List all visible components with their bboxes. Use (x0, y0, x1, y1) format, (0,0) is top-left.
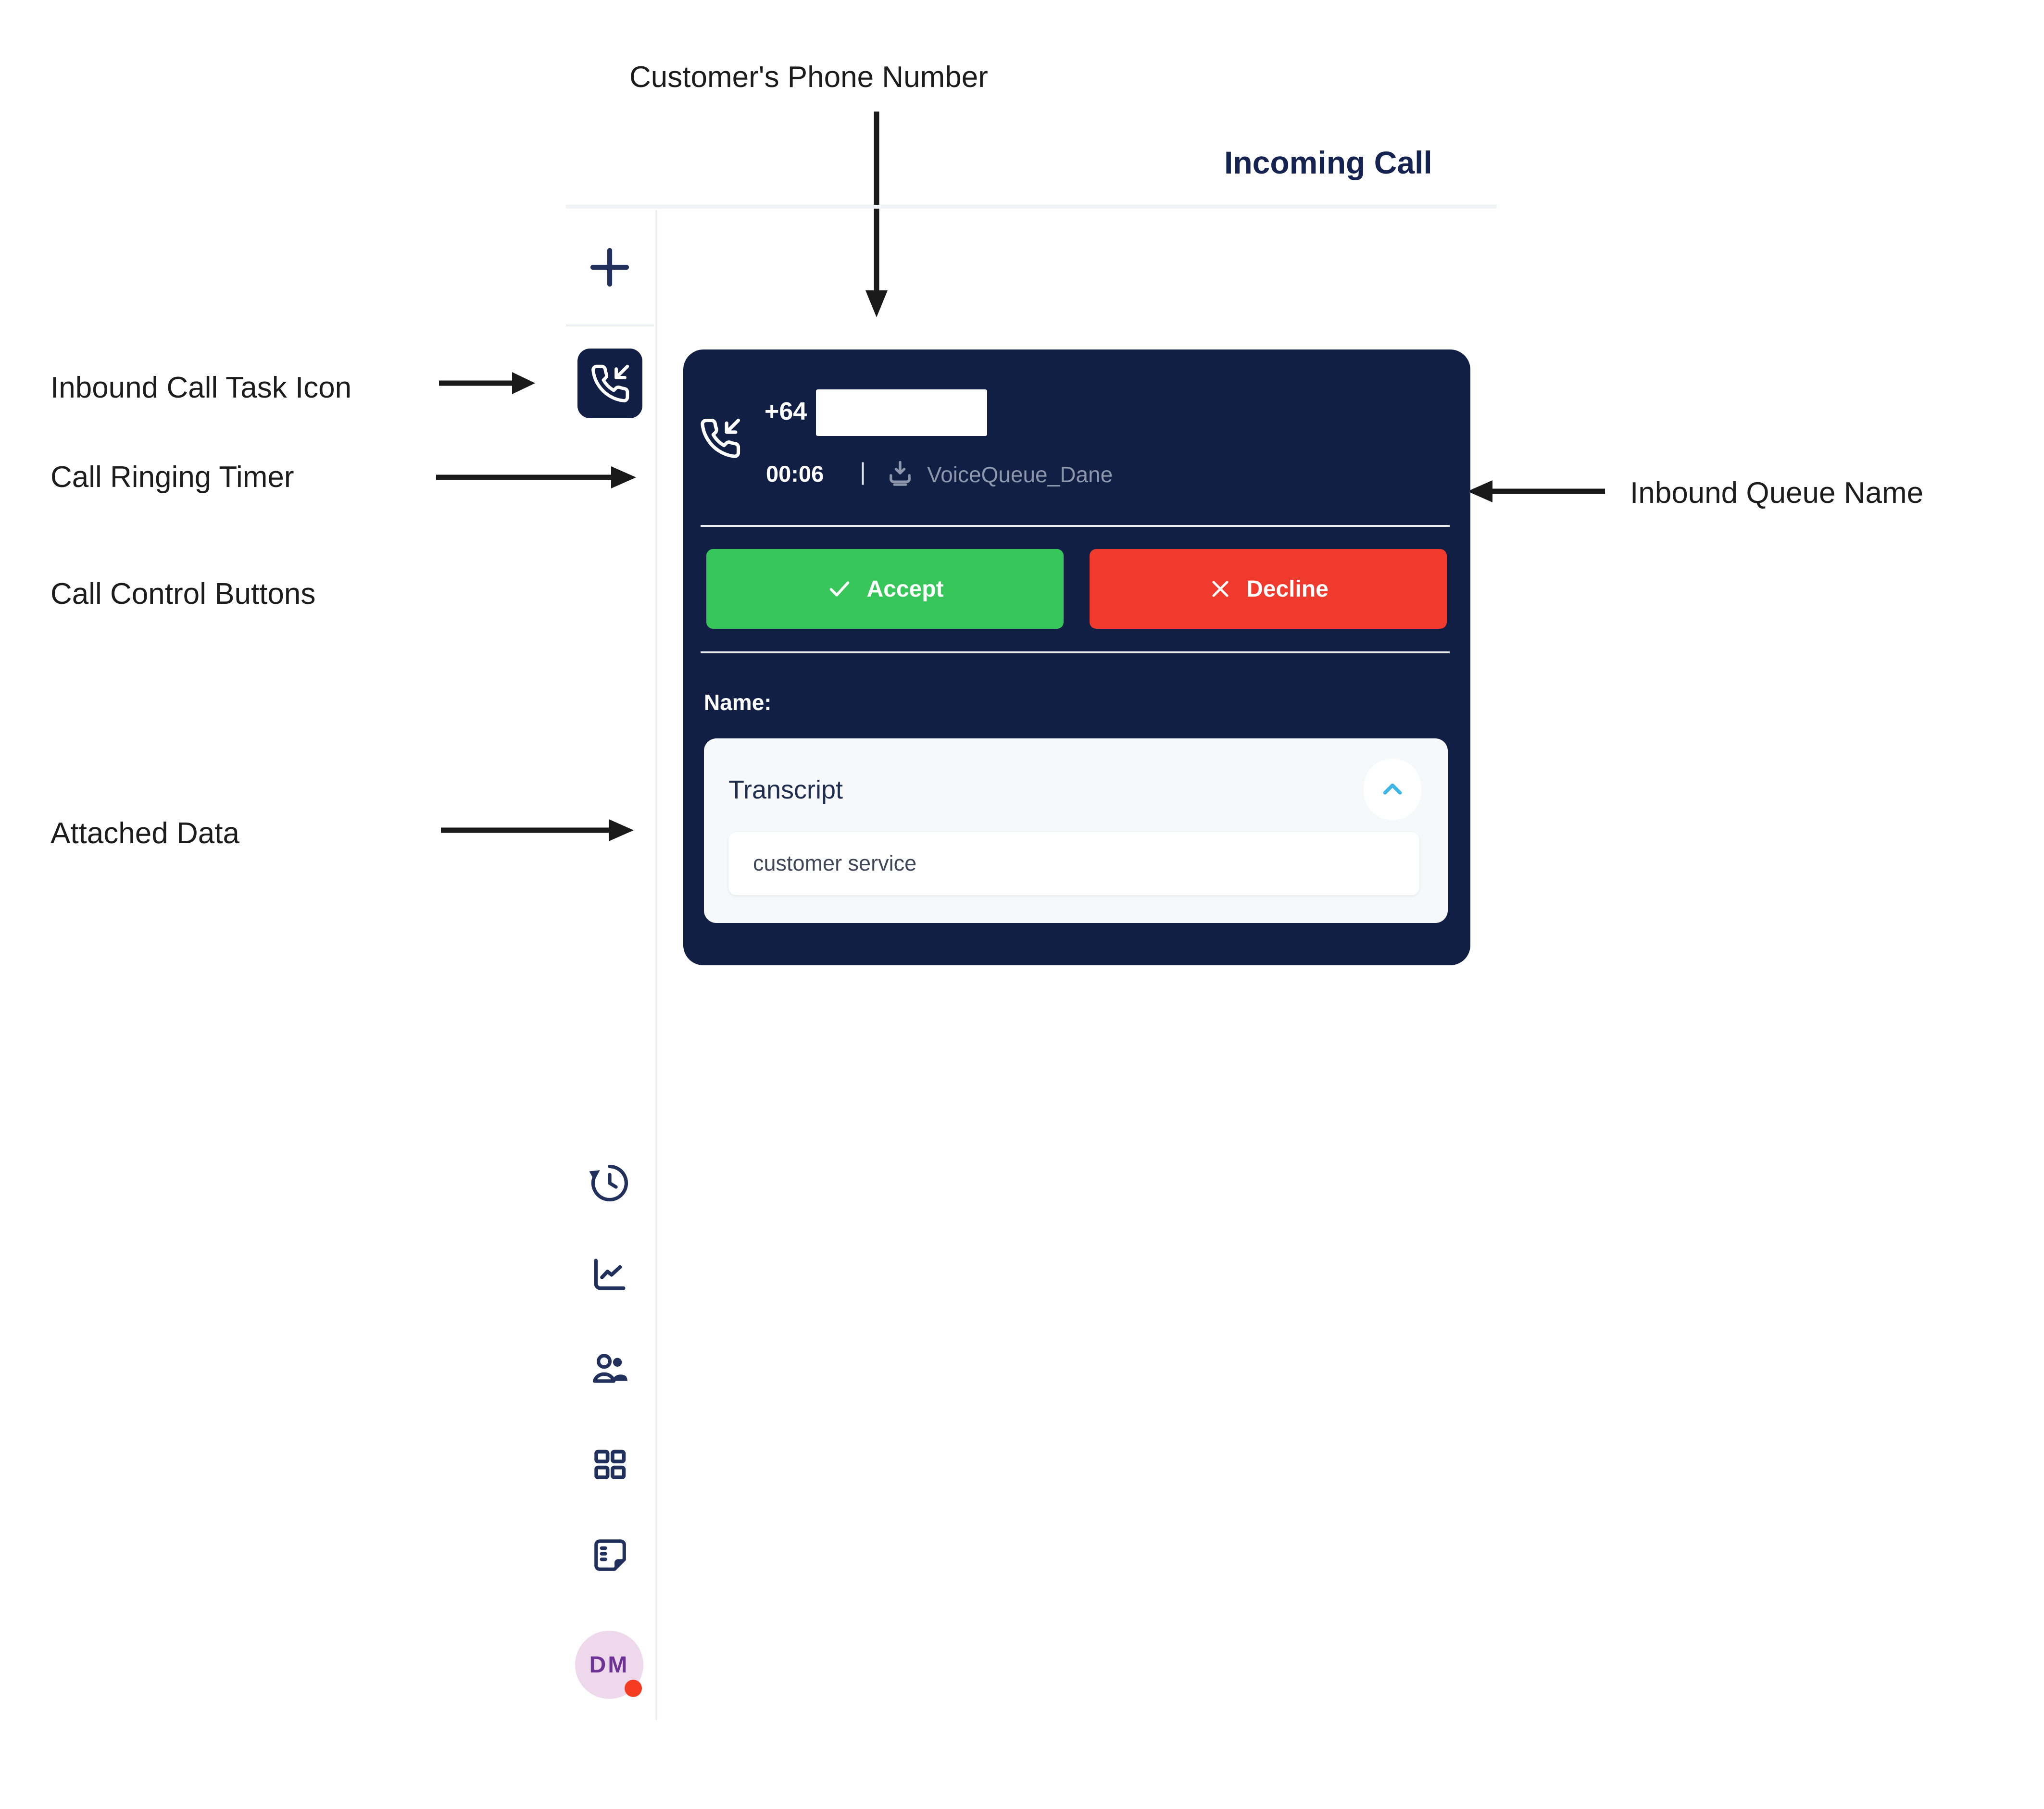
annotation-call-ringing-timer: Call Ringing Timer (50, 461, 294, 494)
agents-icon (592, 1354, 627, 1383)
notes-icon (594, 1539, 626, 1571)
queue-inbound-icon (890, 461, 911, 486)
annotation-inbound-queue-name: Inbound Queue Name (1630, 476, 1924, 510)
avatar-initials: DM (589, 1652, 629, 1678)
name-label: Name: (704, 690, 772, 715)
status-dot (625, 1680, 642, 1697)
accept-button[interactable]: Accept (706, 549, 1064, 629)
decline-button-label: Decline (1246, 576, 1329, 602)
header-divider (566, 205, 1497, 209)
arrow-right-icon (436, 466, 636, 488)
attached-data-panel (704, 738, 1448, 923)
phone-number-redaction (816, 389, 987, 436)
incoming-call-icon (701, 418, 740, 458)
arrow-right-icon (441, 819, 634, 841)
decline-button[interactable]: Decline (1090, 549, 1447, 629)
sidebar-section-divider (566, 324, 654, 326)
sidebar-item-agents[interactable] (587, 1346, 632, 1391)
history-icon (589, 1164, 628, 1202)
transcript-value-box (728, 832, 1419, 895)
annotation-customer-phone-number: Customer's Phone Number (629, 61, 988, 94)
sidebar-divider (655, 210, 657, 1720)
add-task-button[interactable] (582, 239, 638, 295)
sidebar-item-apps[interactable] (588, 1443, 631, 1486)
arrow-right-icon (439, 372, 535, 394)
transcript-title: Transcript (728, 775, 843, 804)
analytics-icon (594, 1259, 626, 1290)
customer-phone-number: +64 (765, 398, 807, 425)
sidebar-item-analytics[interactable] (587, 1252, 632, 1297)
close-icon (1212, 581, 1229, 597)
arrow-down-icon (865, 112, 888, 317)
annotation-inbound-call-task-icon: Inbound Call Task Icon (50, 371, 352, 404)
incoming-call-icon (591, 364, 629, 402)
card-divider (701, 525, 1450, 527)
transcript-content: customer service (753, 851, 917, 875)
annotation-call-control-buttons: Call Control Buttons (50, 577, 316, 611)
grid-icon (594, 1449, 626, 1479)
sidebar-item-notes[interactable] (588, 1533, 632, 1577)
collapse-transcript-button[interactable] (1364, 759, 1421, 820)
card-divider (701, 651, 1450, 653)
annotation-attached-data: Attached Data (50, 817, 239, 850)
inbound-call-task-button[interactable] (577, 349, 642, 418)
chevron-up-icon (1383, 783, 1402, 795)
plus-icon (590, 248, 629, 287)
timer-separator: | (860, 458, 866, 485)
check-icon (830, 581, 850, 597)
inbound-queue-name: VoiceQueue_Dane (927, 462, 1113, 487)
page-title: Incoming Call (1224, 145, 1432, 180)
accept-button-label: Accept (866, 576, 944, 602)
arrow-left-icon (1467, 480, 1605, 502)
sidebar-item-history[interactable] (587, 1160, 632, 1206)
call-ringing-timer: 00:06 (766, 461, 824, 487)
